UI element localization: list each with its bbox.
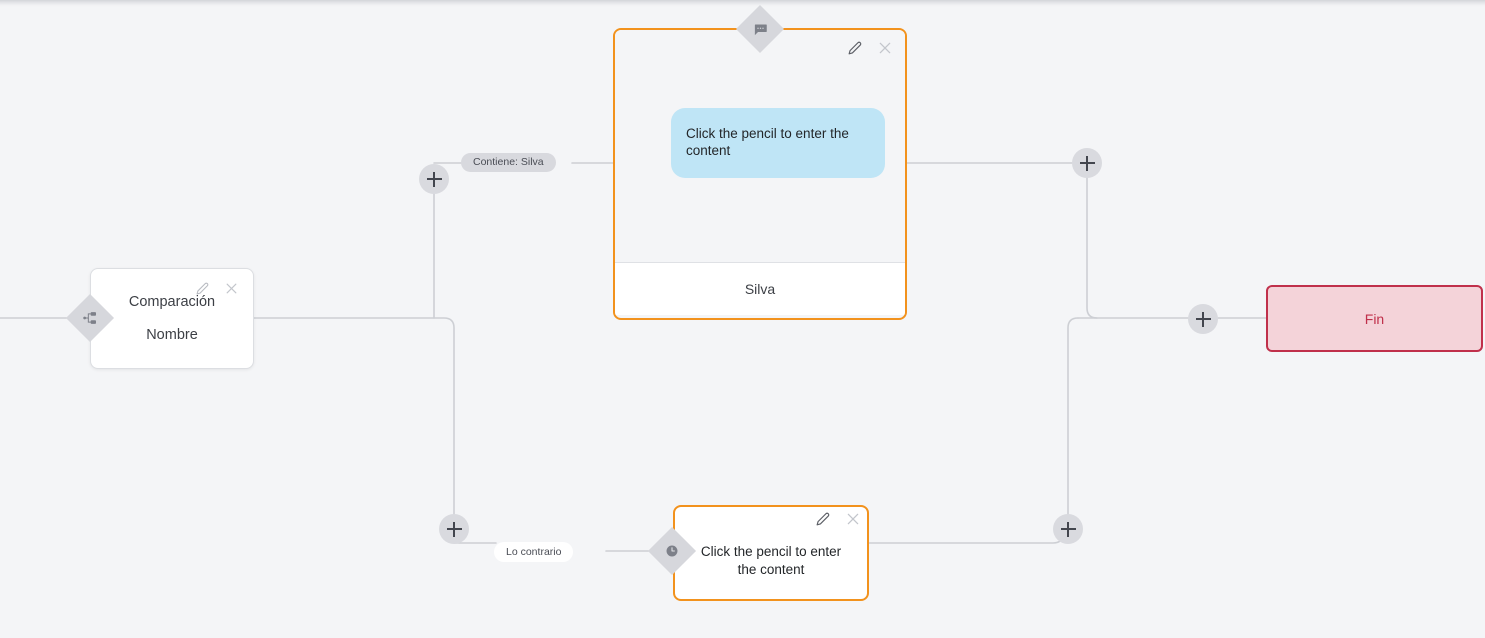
plus-icon-vertical <box>1202 311 1204 327</box>
node-comparacion[interactable]: Comparación Nombre <box>90 268 254 369</box>
node-comparacion-actions[interactable] <box>196 282 238 295</box>
node-fin-label: Fin <box>1364 310 1385 327</box>
node-message-top-bubble: Click the pencil to enter the content <box>671 108 885 178</box>
node-message-top[interactable]: Click the pencil to enter the content Si… <box>613 28 907 320</box>
plus-icon-vertical <box>453 521 455 537</box>
plus-icon-vertical <box>1067 521 1069 537</box>
node-message-top-actions[interactable] <box>848 41 892 55</box>
node-message-bottom-port[interactable] <box>647 526 697 576</box>
chat-bubble-icon <box>749 18 771 40</box>
plus-icon-vertical <box>1086 155 1088 171</box>
branch-icon <box>79 307 101 329</box>
node-message-top-port[interactable] <box>735 4 785 54</box>
node-message-top-body: Click the pencil to enter the content <box>615 30 905 263</box>
node-comparacion-title: Comparación <box>128 294 216 310</box>
clock-icon <box>661 540 683 562</box>
close-icon[interactable] <box>225 282 238 295</box>
pencil-icon[interactable] <box>816 512 830 526</box>
toolbar-shadow-edge <box>0 0 1485 7</box>
node-comparacion-subtitle: Nombre <box>146 327 198 343</box>
add-branch-false-button[interactable] <box>439 514 469 544</box>
pencil-icon[interactable] <box>196 282 209 295</box>
node-fin[interactable]: Fin <box>1266 285 1483 352</box>
close-icon[interactable] <box>846 512 860 526</box>
edge-label-branch-false[interactable]: Lo contrario <box>494 542 574 562</box>
add-after-message-top-button[interactable] <box>1072 148 1102 178</box>
add-after-message-bottom-button[interactable] <box>1053 514 1083 544</box>
pencil-icon[interactable] <box>848 41 862 55</box>
edge-label-branch-true[interactable]: Contiene: Silva <box>461 153 556 172</box>
close-icon[interactable] <box>878 41 892 55</box>
node-comparacion-port[interactable] <box>65 293 115 343</box>
node-message-bottom-text: Click the pencil to enter the content <box>700 544 842 577</box>
node-message-top-footer: Silva <box>615 263 905 315</box>
add-branch-true-button[interactable] <box>419 164 449 194</box>
node-message-bottom-actions[interactable] <box>816 512 860 526</box>
add-before-end-button[interactable] <box>1188 304 1218 334</box>
plus-icon-vertical <box>433 171 435 187</box>
